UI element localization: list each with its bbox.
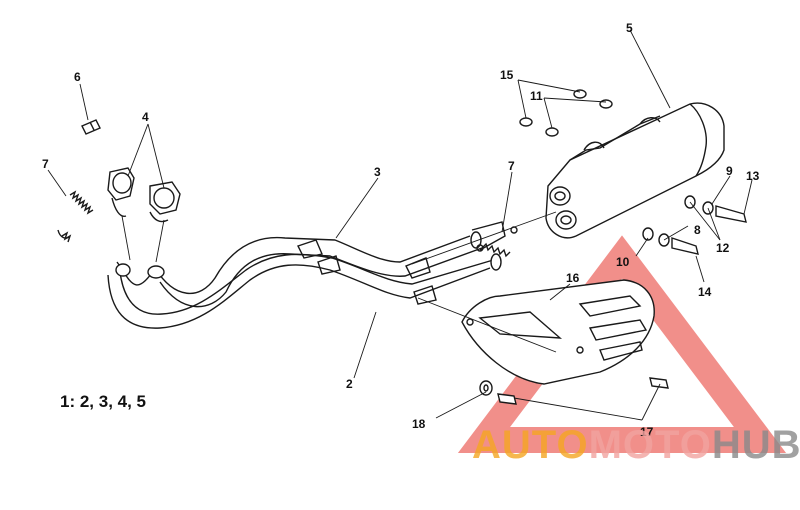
nuts-washers-upper	[519, 89, 613, 137]
callout-8: 8	[694, 223, 701, 237]
spring-left	[57, 190, 94, 243]
callout-13: 13	[746, 169, 760, 183]
header-pipe-3	[116, 221, 506, 308]
callout-4: 4	[142, 110, 149, 124]
callout-15: 15	[500, 68, 514, 82]
watermark-moto: MOTO	[589, 423, 712, 467]
callout-5: 5	[626, 21, 633, 35]
spring-right	[476, 226, 518, 258]
callout-3: 3	[374, 165, 381, 179]
bolt-6	[81, 119, 101, 135]
callout-18: 18	[412, 417, 426, 431]
callout-11: 11	[530, 89, 543, 103]
callout-7-left: 7	[42, 157, 49, 171]
muffler-5	[545, 102, 725, 239]
watermark-auto: AUTO	[472, 423, 589, 467]
fasteners-right	[642, 195, 747, 255]
callout-17: 17	[640, 425, 654, 439]
header-pipe-2	[107, 253, 502, 329]
watermark-hub: HUB	[712, 423, 800, 467]
flange-right	[149, 181, 181, 223]
callout-16: 16	[566, 271, 580, 285]
screw-17	[497, 377, 669, 405]
callout-14: 14	[698, 285, 712, 299]
callout-2: 2	[346, 377, 353, 391]
callout-6: 6	[74, 70, 81, 84]
heat-shield-16	[461, 279, 655, 385]
washer-18	[479, 380, 493, 396]
assembly-formula: 1: 2, 3, 4, 5	[60, 392, 146, 411]
callout-9: 9	[726, 164, 733, 178]
callout-12: 12	[716, 241, 730, 255]
leader-lines	[47, 29, 753, 421]
callout-7-right: 7	[508, 159, 515, 173]
watermark-logo: AUTOMOTOHUB	[472, 423, 800, 467]
flange-left	[107, 167, 135, 217]
callout-10: 10	[616, 255, 630, 269]
